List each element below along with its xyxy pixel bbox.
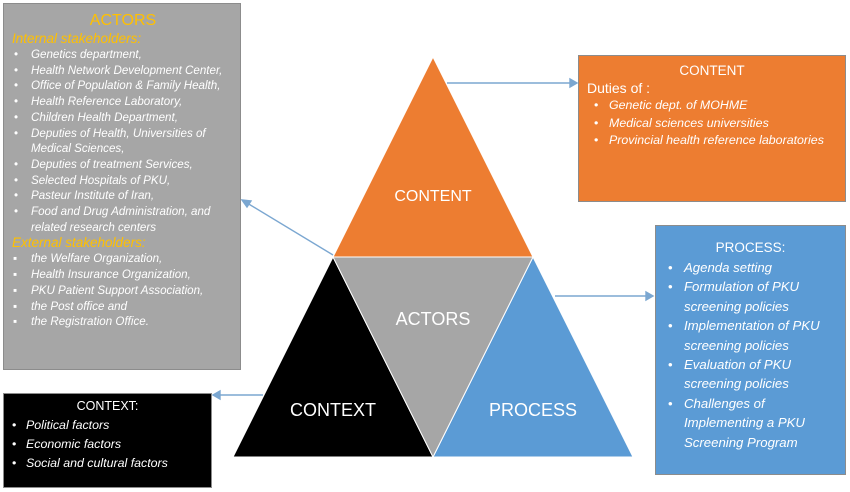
list-item: Formulation of PKU screening policies (662, 277, 839, 316)
arrow-to-context-head (211, 389, 221, 401)
list-item: Health Reference Laboratory, (12, 94, 234, 110)
arrow-to-process-head (645, 290, 655, 302)
list-item: Economic factors (10, 435, 205, 454)
connector-arrows (211, 77, 655, 401)
content-title: CONTENT (679, 63, 745, 78)
list-item: Pasteur Institute of Iran, (12, 188, 234, 204)
list-item: Office of Population & Family Health, (12, 78, 234, 94)
internal-stakeholders-heading: Internal stakeholders: (12, 31, 142, 46)
actors-triangle-label: ACTORS (396, 309, 471, 329)
process-list: Agenda setting Formulation of PKU screen… (662, 258, 839, 452)
list-item: Provincial health reference laboratories (587, 132, 837, 150)
context-triangle-label: CONTEXT (290, 400, 376, 420)
actors-panel: ACTORS Internal stakeholders: Genetics d… (3, 3, 241, 370)
arrow-to-actors (246, 202, 334, 256)
list-item: the Post office and (12, 299, 234, 315)
external-stakeholders-list: the Welfare Organization, Health Insuran… (12, 251, 234, 330)
list-item: Implementation of PKU screening policies (662, 316, 839, 355)
context-panel: CONTEXT: Political factors Economic fact… (3, 393, 212, 488)
content-panel: CONTENT Duties of : Genetic dept. of MOH… (578, 55, 846, 202)
list-item: PKU Patient Support Association, (12, 283, 234, 299)
arrow-to-content-head (569, 77, 579, 89)
content-list: Genetic dept. of MOHME Medical sciences … (587, 97, 837, 150)
list-item: the Registration Office. (12, 314, 234, 330)
list-item: Social and cultural factors (10, 454, 205, 473)
content-triangle-label: CONTENT (394, 188, 472, 205)
context-list: Political factors Economic factors Socia… (10, 416, 205, 473)
list-item: Political factors (10, 416, 205, 435)
list-item: Deputies of Health, Universities of Medi… (12, 126, 234, 157)
list-item: Challenges of Implementing a PKU Screeni… (662, 394, 839, 452)
actors-triangle (332, 256, 534, 459)
process-title: PROCESS: (715, 240, 786, 255)
list-item: Medical sciences universities (587, 115, 837, 133)
list-item: Agenda setting (662, 258, 839, 278)
list-item: the Welfare Organization, (12, 251, 234, 267)
process-panel: PROCESS: Agenda setting Formulation of P… (655, 225, 846, 475)
list-item: Genetics department, (12, 47, 234, 63)
content-subtitle: Duties of : (587, 80, 651, 96)
list-item: Children Health Department, (12, 110, 234, 126)
context-title: CONTEXT: (76, 399, 139, 413)
external-stakeholders-heading: External stakeholders: (12, 235, 146, 251)
list-item: Selected Hospitals of PKU, (12, 173, 234, 189)
list-item: Health Insurance Organization, (12, 267, 234, 283)
arrow-to-actors-head (240, 199, 253, 209)
internal-stakeholders-list: Genetics department, Health Network Deve… (12, 47, 234, 235)
list-item: Evaluation of PKU screening policies (662, 355, 839, 394)
process-triangle-label: PROCESS (489, 400, 577, 420)
list-item: Health Network Development Center, (12, 63, 234, 79)
content-triangle (332, 55, 534, 258)
actors-title: ACTORS (89, 12, 157, 29)
list-item: Genetic dept. of MOHME (587, 97, 837, 115)
list-item: Food and Drug Administration, and relate… (12, 204, 234, 235)
list-item: Deputies of treatment Services, (12, 157, 234, 173)
